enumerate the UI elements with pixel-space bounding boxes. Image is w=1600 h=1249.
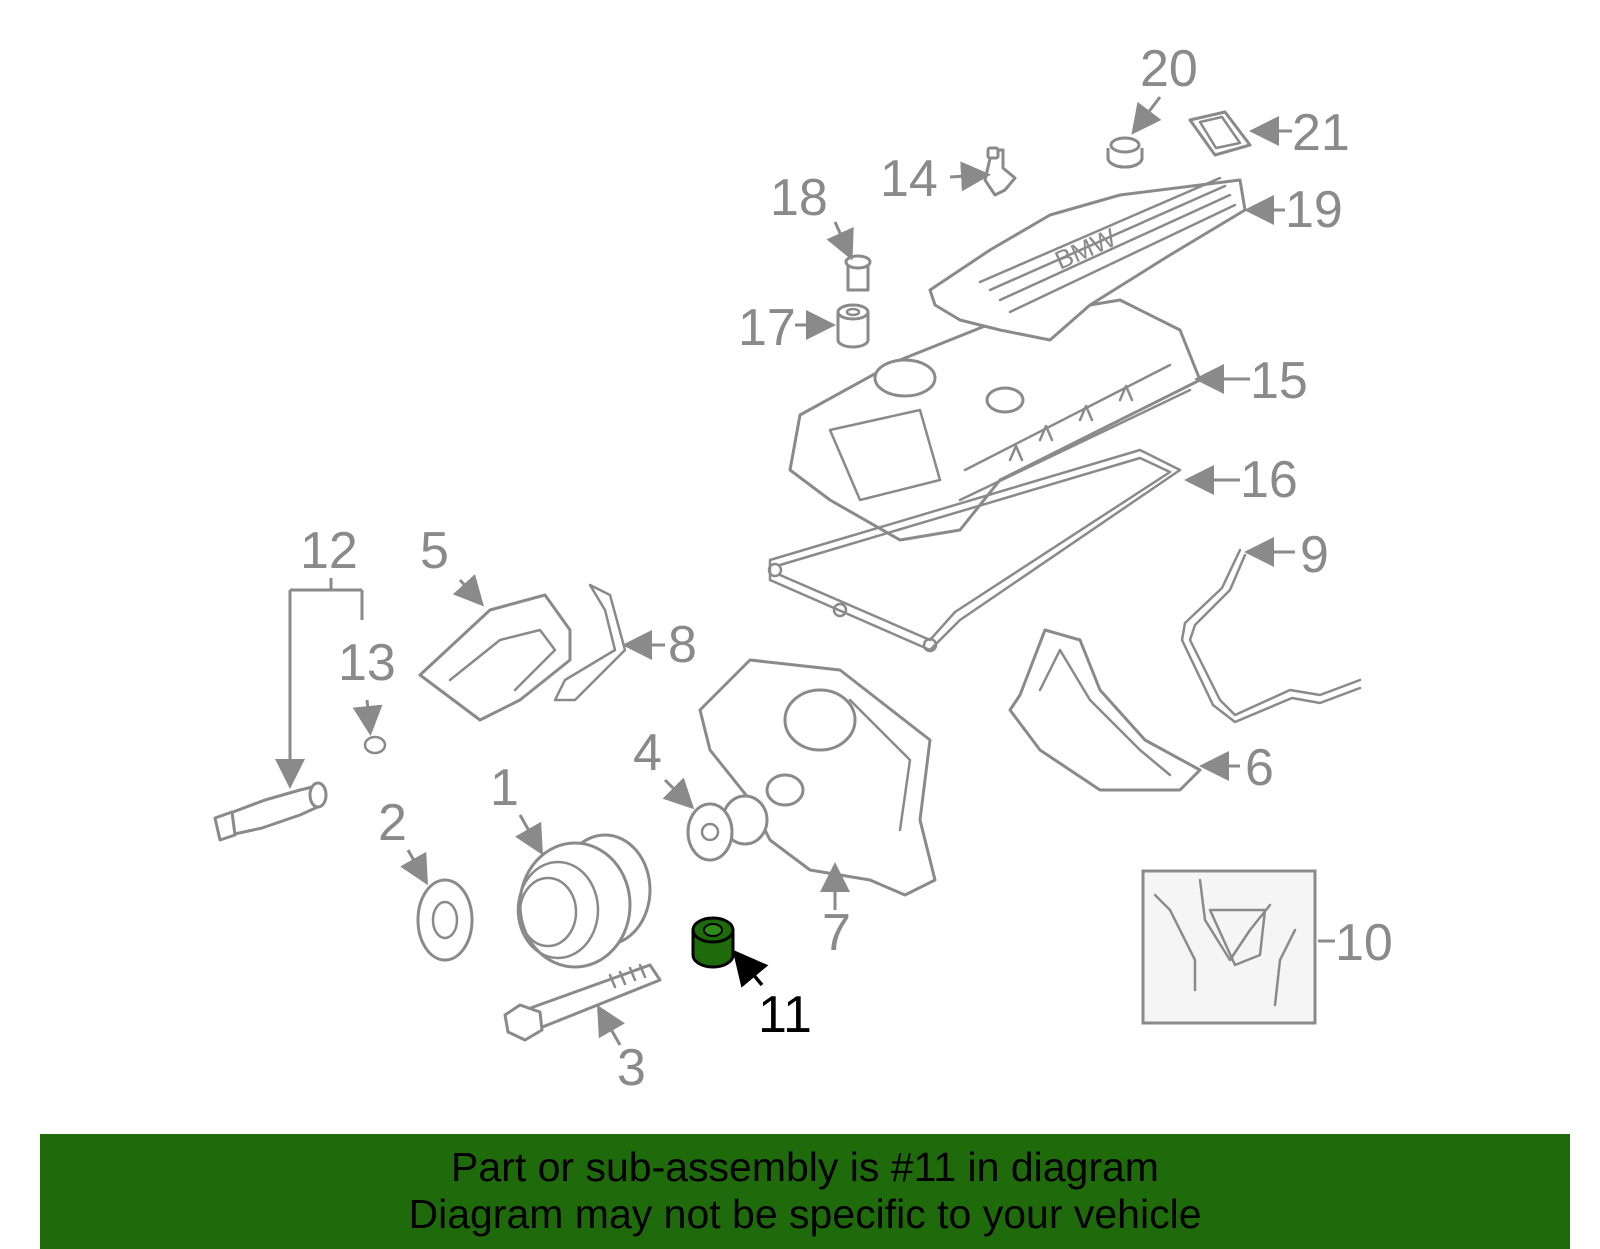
callout-11-highlighted: 11	[758, 986, 812, 1044]
callout-9: 9	[1300, 526, 1329, 584]
callout-labels: 20 21 14 19 18 17 15 16 9 12 5 8 13 6 4 …	[300, 40, 1393, 1097]
callout-14: 14	[880, 150, 938, 208]
bushing-part-17	[836, 303, 870, 349]
badge-part-21	[1188, 110, 1252, 157]
seal-part-11-highlighted	[691, 916, 735, 969]
callout-17: 17	[738, 299, 796, 357]
callout-10: 10	[1335, 914, 1393, 972]
callout-13: 13	[338, 634, 396, 692]
callout-1: 1	[490, 759, 519, 817]
timing-cover-part-7	[698, 658, 937, 897]
sensor-part-14	[983, 146, 1017, 197]
callout-21: 21	[1292, 104, 1350, 162]
callout-18: 18	[770, 169, 828, 227]
washer-part-2	[416, 878, 474, 962]
footer-banner: Part or sub-assembly is #11 in diagram D…	[40, 1134, 1570, 1249]
callout-15: 15	[1250, 352, 1308, 410]
callout-6: 6	[1245, 739, 1274, 797]
gasket-part-8	[553, 583, 627, 702]
callout-3: 3	[617, 1039, 646, 1097]
callout-8: 8	[668, 616, 697, 674]
bolt-part-3	[503, 963, 662, 1042]
bolt-part-18	[844, 254, 872, 292]
footer-line-2: Diagram may not be specific to your vehi…	[408, 1191, 1202, 1237]
callout-19: 19	[1285, 181, 1343, 239]
callout-4: 4	[633, 724, 662, 782]
gasket-part-16	[767, 448, 1182, 653]
callout-16: 16	[1240, 451, 1298, 509]
flange-part-4	[686, 794, 769, 862]
solenoid-part-12	[213, 781, 328, 842]
callout-20: 20	[1140, 40, 1198, 98]
o-ring-part-13	[363, 735, 387, 755]
gasket-part-9	[1180, 548, 1362, 724]
pulley-part-1	[516, 833, 652, 969]
footer-line-1: Part or sub-assembly is #11 in diagram	[451, 1144, 1159, 1190]
cover-part-6	[1008, 628, 1202, 792]
grommet-part-20	[1106, 136, 1144, 169]
engine-cover-part-19: BMW	[928, 176, 1247, 342]
callout-7: 7	[822, 904, 851, 962]
callout-12: 12	[300, 522, 358, 580]
callout-5: 5	[420, 522, 449, 580]
gasket-set-part-10	[1141, 869, 1317, 1025]
leader-lines	[275, 96, 1335, 1046]
callout-2: 2	[378, 794, 407, 852]
cover-part-5	[418, 593, 572, 722]
